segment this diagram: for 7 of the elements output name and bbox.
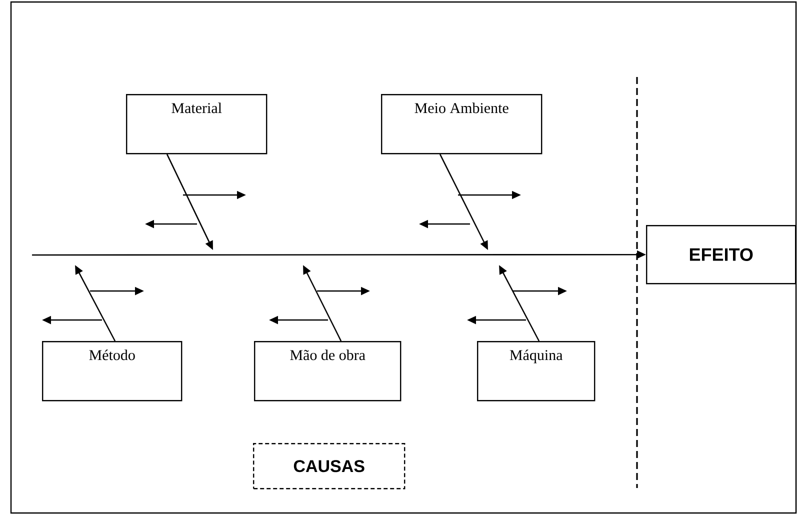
cause-box: Meio Ambiente xyxy=(381,94,542,154)
cause-box: Material xyxy=(126,94,268,154)
label-box: CAUSAS xyxy=(253,443,406,490)
cause-box: Máquina xyxy=(477,341,596,402)
cause-box: Mão de obra xyxy=(254,341,402,402)
cause-box: Método xyxy=(42,341,182,402)
effect-box: EFEITO xyxy=(646,225,796,284)
